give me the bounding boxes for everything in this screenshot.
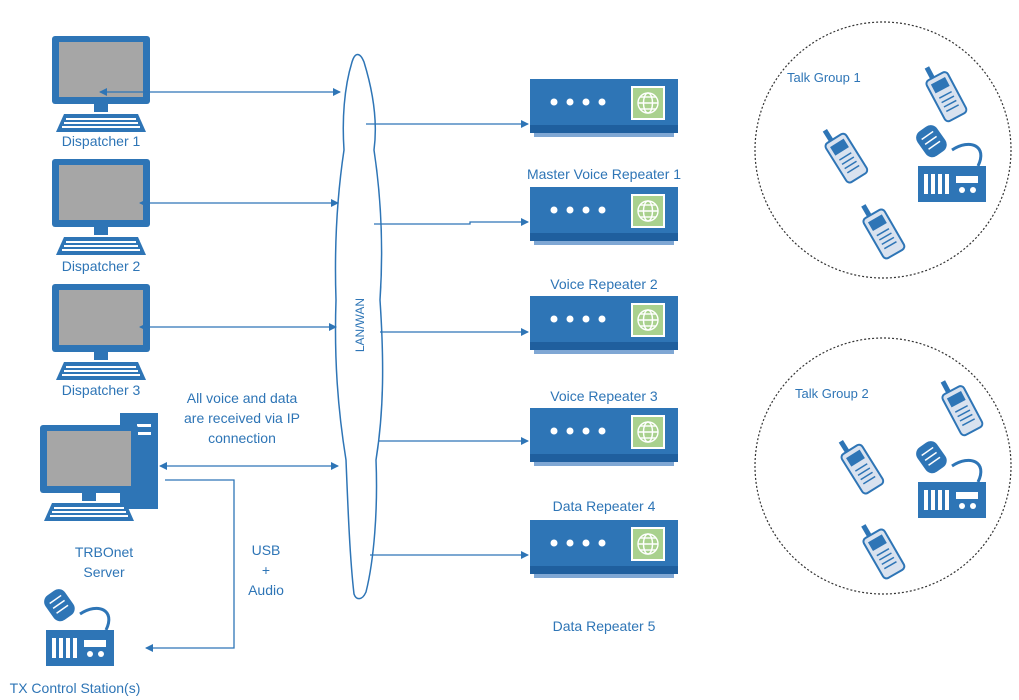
repeater-5-label: Data Repeater 5 — [552, 618, 656, 634]
handheld-radio-icon — [934, 373, 985, 438]
dispatcher-2-computer-icon — [52, 159, 150, 255]
repeater-3-label: Voice Repeater 3 — [550, 388, 658, 404]
usb-label-line1: USB — [251, 542, 281, 558]
repeater-1-icon — [529, 78, 679, 138]
note-line3: connection — [208, 430, 276, 446]
ip-connection-note: All voice and data are received via IP c… — [168, 388, 316, 448]
note-line1: All voice and data — [186, 390, 298, 406]
handheld-radio-icon — [855, 516, 907, 581]
handheld-radio-icon — [816, 121, 870, 186]
dispatcher-1-computer-icon — [52, 36, 150, 132]
handheld-radio-icon — [918, 59, 969, 124]
dispatcher-2-label: Dispatcher 2 — [61, 258, 141, 274]
repeater-2-icon — [529, 186, 679, 246]
note-line2: are received via IP — [184, 410, 300, 426]
repeater-2-label: Voice Repeater 2 — [550, 276, 658, 292]
mobile-radio-icon — [911, 436, 988, 520]
lan-wan-label: LAN/WAN — [353, 297, 367, 353]
talk-group-2-label: Talk Group 2 — [795, 386, 869, 401]
dispatcher-3-computer-icon — [52, 284, 150, 380]
mobile-radio-icon — [911, 120, 988, 204]
server-label-line2: Server — [83, 564, 125, 580]
repeater-4-label: Data Repeater 4 — [552, 498, 656, 514]
dispatcher-3-label: Dispatcher 3 — [61, 382, 141, 398]
server-computer-icon — [40, 413, 158, 521]
usb-label-line2: + — [261, 562, 271, 578]
repeater-5-icon — [529, 519, 679, 579]
tx-control-station-label: TX Control Station(s) — [9, 680, 141, 696]
talk-group-1-circle — [754, 21, 1012, 279]
handheld-radio-icon — [855, 196, 907, 261]
server-label-line1: TRBOnet — [74, 544, 134, 560]
lan-wan-cloud-shape — [334, 53, 384, 600]
talk-group-1-label: Talk Group 1 — [787, 70, 861, 85]
repeater-1-label: Master Voice Repeater 1 — [526, 166, 682, 182]
usb-audio-label: USB + Audio — [236, 540, 296, 600]
handheld-radio-icon — [832, 432, 886, 497]
dispatcher-1-label: Dispatcher 1 — [61, 133, 141, 149]
repeater-3-icon — [529, 295, 679, 355]
talk-group-2-circle — [754, 337, 1012, 595]
server-label: TRBOnet Server — [54, 542, 154, 582]
tx-control-station-radio-icon — [39, 584, 116, 668]
usb-label-line3: Audio — [248, 582, 284, 598]
repeater-4-icon — [529, 407, 679, 467]
